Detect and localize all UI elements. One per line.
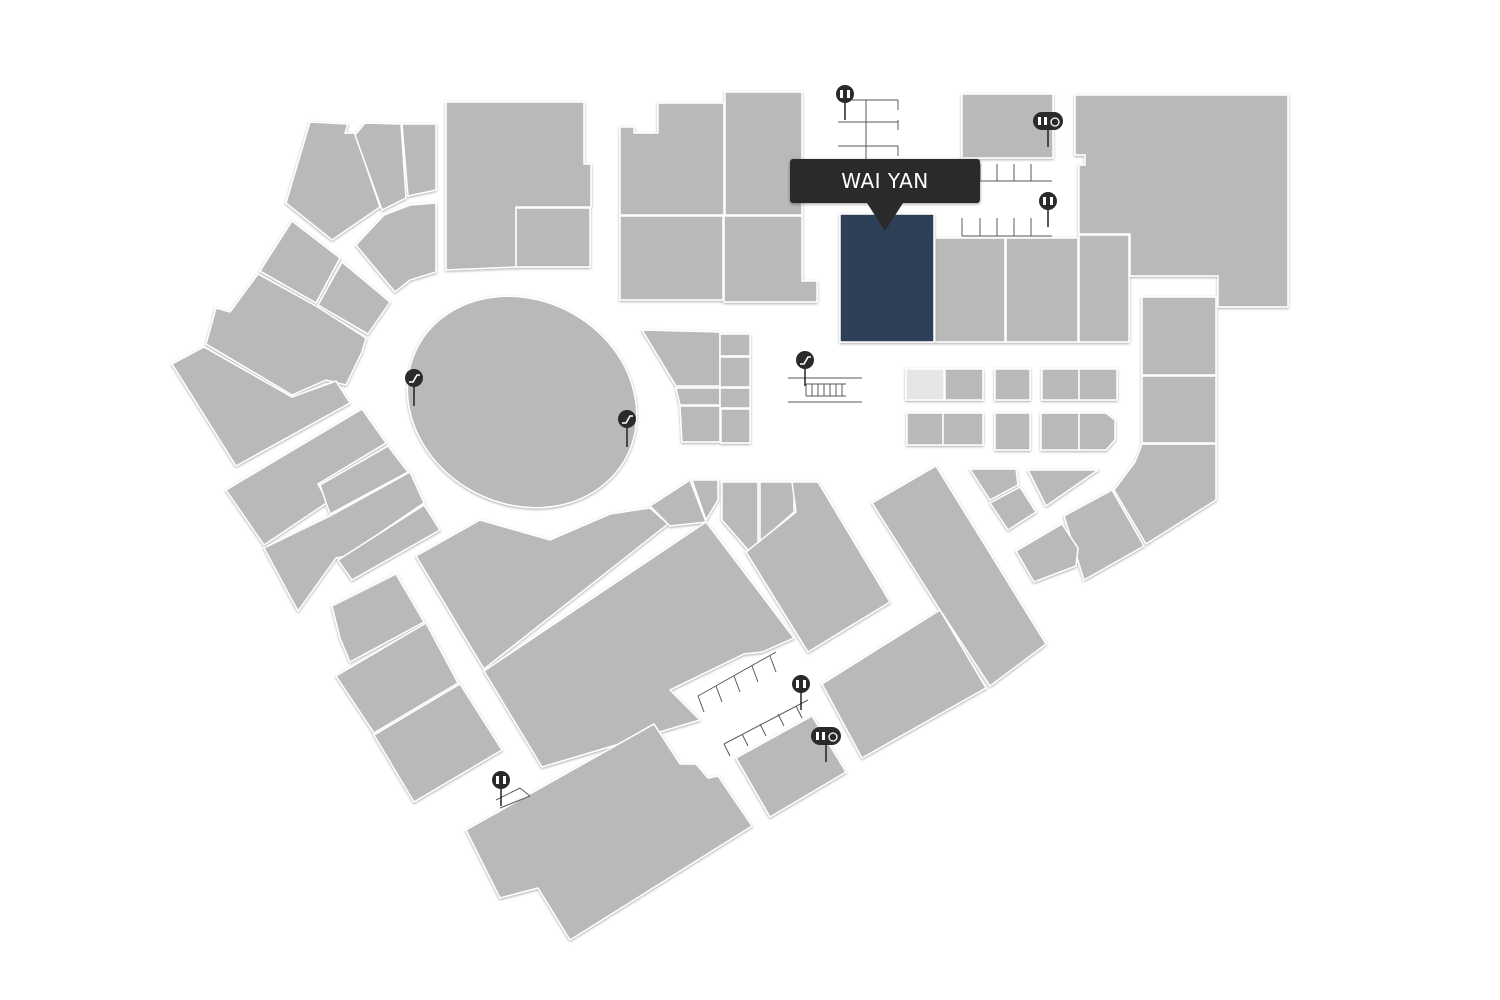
kiosk-unit[interactable] (944, 368, 984, 401)
store-unit[interactable] (354, 122, 407, 212)
store-unit[interactable] (334, 621, 459, 735)
store-unit[interactable] (745, 481, 892, 654)
store-unit[interactable] (619, 102, 725, 216)
store-unit[interactable] (224, 408, 388, 547)
store-unit[interactable] (719, 333, 751, 357)
store-unit[interactable] (648, 478, 708, 527)
escalator-icon[interactable] (405, 369, 423, 406)
store-unit[interactable] (640, 329, 721, 387)
store-tooltip-label: WAI YAN (841, 169, 929, 193)
store-unit[interactable] (258, 219, 341, 305)
store-unit[interactable] (331, 573, 426, 664)
store-unit[interactable] (719, 387, 751, 409)
escalator-icon[interactable] (618, 410, 636, 447)
tooltip-pointer (867, 203, 903, 231)
kiosk-unit[interactable] (1078, 368, 1118, 401)
store-unit[interactable] (988, 486, 1038, 532)
store-unit[interactable] (870, 464, 1047, 688)
store-unit[interactable] (1113, 443, 1217, 546)
store-unit[interactable] (723, 215, 818, 303)
store-unit[interactable] (1141, 296, 1217, 376)
kiosk-unit[interactable] (906, 412, 944, 446)
kiosk-unit[interactable] (905, 368, 945, 401)
escalator-icon[interactable] (796, 351, 814, 386)
kiosk-unit[interactable] (994, 412, 1031, 451)
store-unit[interactable] (336, 503, 442, 581)
kiosk-unit[interactable] (994, 368, 1031, 401)
store-unit[interactable] (316, 260, 392, 335)
amenity-pins (405, 85, 1063, 806)
restroom-icon[interactable] (836, 85, 854, 120)
store-unit[interactable] (821, 608, 988, 760)
restroom-icon[interactable] (1039, 192, 1057, 227)
store-unit[interactable] (968, 468, 1019, 501)
store-unit[interactable] (720, 408, 751, 444)
store-unit[interactable] (675, 387, 721, 406)
store-tooltip: WAI YAN (790, 159, 980, 231)
store-unit[interactable] (1005, 237, 1079, 343)
restroom-accessible-icon[interactable] (811, 727, 841, 762)
atrium[interactable] (370, 257, 674, 548)
store-unit[interactable] (934, 237, 1006, 343)
kiosk-unit[interactable] (1040, 412, 1080, 451)
store-unit[interactable] (372, 682, 504, 804)
store-unit[interactable] (205, 273, 367, 396)
store-unit[interactable] (1026, 469, 1101, 508)
store-unit[interactable] (719, 356, 751, 388)
restroom-accessible-icon[interactable] (1033, 112, 1063, 147)
store-unit[interactable] (170, 346, 352, 467)
store-unit[interactable] (1014, 522, 1079, 583)
store-unit[interactable] (319, 445, 410, 516)
store-unit[interactable] (724, 91, 803, 216)
store-unit[interactable] (465, 723, 754, 942)
restroom-icon[interactable] (792, 675, 810, 710)
store-unit[interactable] (679, 405, 721, 443)
store-unit[interactable] (401, 123, 437, 197)
store-unit[interactable] (1078, 234, 1130, 343)
store-unit[interactable] (355, 202, 437, 294)
kiosk-unit[interactable] (1078, 412, 1116, 451)
store-unit[interactable] (619, 215, 724, 301)
store-unit[interactable] (1141, 375, 1217, 444)
store-unit[interactable] (690, 479, 719, 522)
store-unit[interactable] (414, 507, 670, 671)
store-unit[interactable] (961, 93, 1054, 159)
restroom-icon[interactable] (492, 771, 510, 806)
store-unit[interactable] (759, 481, 795, 544)
corridor-fixtures (495, 99, 1052, 809)
kiosk-unit[interactable] (942, 412, 984, 446)
store-unit[interactable] (482, 520, 796, 768)
store-unit[interactable] (515, 207, 591, 268)
kiosk-unit[interactable] (1041, 368, 1080, 401)
store-unit[interactable] (445, 101, 592, 271)
store-unit[interactable] (1074, 94, 1289, 308)
store-unit-wai-yan[interactable] (839, 213, 935, 343)
store-unit[interactable] (721, 481, 759, 551)
